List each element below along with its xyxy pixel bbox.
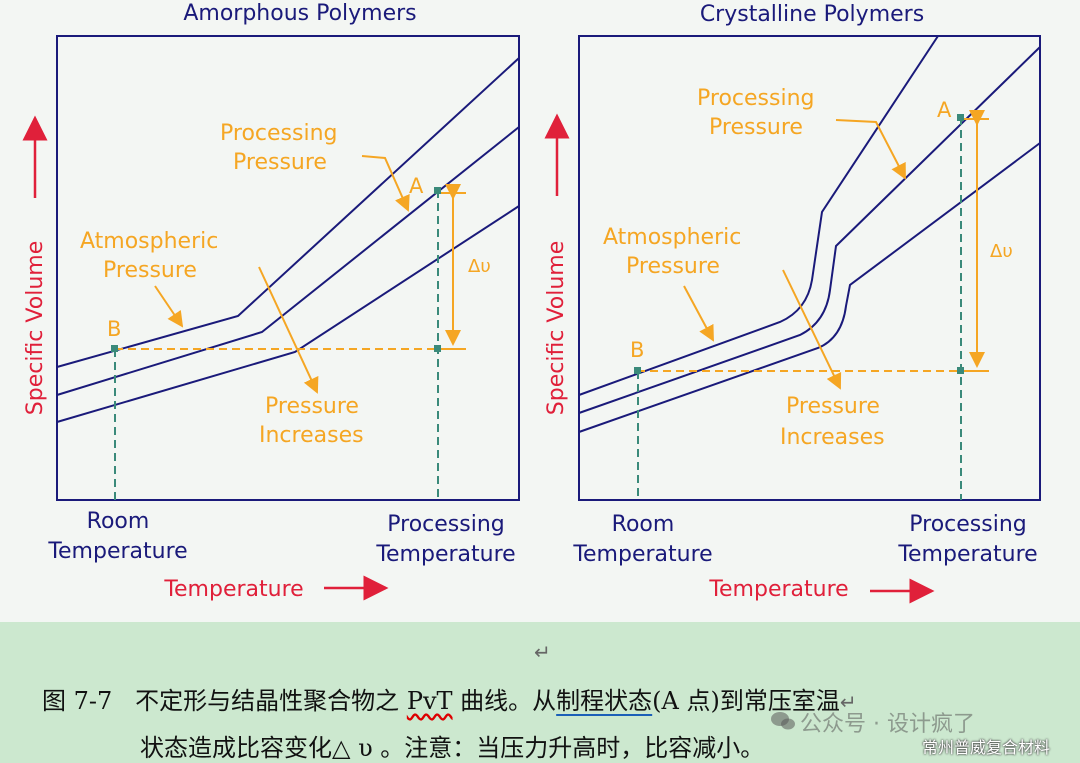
crystalline-xlabel: Temperature — [708, 577, 848, 602]
amorphous-pressure-increases-1: Pressure — [265, 394, 359, 419]
crystalline-proc-temp-1: Processing — [909, 512, 1026, 537]
crystalline-point-b: B — [630, 338, 644, 362]
amorphous-point-a-marker — [434, 187, 441, 194]
paragraph-return-mark: ↵ — [534, 640, 551, 664]
crystalline-curve-high-pressure — [578, 142, 1041, 433]
amorphous-title: Amorphous Polymers — [183, 1, 416, 26]
amorphous-point-a-bottom-marker — [434, 345, 441, 352]
amorphous-processing-pressure-1: Processing — [220, 121, 337, 146]
wechat-account-text: 公众号 · 设计疯了 — [800, 712, 975, 737]
crystalline-pressure-increases-1: Pressure — [786, 394, 880, 419]
crystalline-title: Crystalline Polymers — [700, 2, 924, 27]
amorphous-processing-pressure-2: Pressure — [233, 150, 327, 175]
amorphous-pressure-increases-leader — [258, 266, 319, 394]
amorphous-ylabel: Specific Volume — [23, 241, 48, 415]
crystalline-point-a-marker — [957, 114, 964, 121]
crystalline-ylabel: Specific Volume — [544, 241, 569, 415]
crystalline-proc-temp-2: Temperature — [897, 542, 1037, 567]
caption-highlight: 制程状态 — [556, 687, 653, 715]
amorphous-curve-atmospheric — [56, 57, 520, 368]
crystalline-plot-frame — [578, 35, 1041, 501]
crystalline-atmospheric-pressure-2: Pressure — [626, 254, 720, 279]
amorphous-atmospheric-pressure-2: Pressure — [103, 258, 197, 283]
crystalline-atmospheric-pressure-1: Atmospheric — [603, 225, 741, 250]
crystalline-panel: Crystalline Polymers Δυ A B Processing P… — [544, 2, 1041, 604]
amorphous-atmospheric-leader — [154, 285, 184, 328]
wechat-watermark: 公众号 · 设计疯了 — [770, 706, 975, 738]
amorphous-point-b: B — [107, 317, 121, 341]
crystalline-pressure-increases-2: Increases — [780, 425, 885, 450]
amorphous-pressure-increases-2: Increases — [259, 423, 364, 448]
crystalline-point-a-bottom-marker — [957, 367, 964, 374]
caption-part-3: (A 点)到常压室温 — [652, 687, 840, 715]
caption-line-2: 状态造成比容变化△ υ 。注意：当压力升高时，比容减小。 — [140, 734, 765, 762]
amorphous-atmospheric-pressure-1: Atmospheric — [80, 229, 218, 254]
crystalline-point-a: A — [937, 98, 952, 122]
crystalline-processing-pressure-1: Processing — [697, 86, 814, 111]
company-watermark: 常州普威复合材料 — [922, 738, 1051, 757]
pvt-figure: Amorphous Polymers Δυ A B Processing Pre… — [0, 0, 1080, 622]
amorphous-panel: Amorphous Polymers Δυ A B Processing Pre… — [22, 1, 520, 602]
amorphous-room-temp-2: Temperature — [47, 539, 187, 564]
amorphous-curve-high-pressure — [56, 205, 520, 423]
caption-part-2: 曲线。从 — [452, 687, 557, 715]
amorphous-plot-frame — [56, 35, 520, 501]
caption-part-1: 不定形与结晶性聚合物之 — [135, 687, 407, 715]
amorphous-room-temp-1: Room — [87, 509, 150, 534]
amorphous-curve-processing — [56, 126, 520, 396]
amorphous-proc-temp-1: Processing — [387, 512, 504, 537]
crystalline-delta-v: Δυ — [990, 241, 1013, 262]
crystalline-processing-pressure-leader — [835, 119, 906, 180]
crystalline-point-b-marker — [634, 367, 641, 374]
crystalline-processing-pressure-2: Pressure — [709, 115, 803, 140]
crystalline-pressure-increases-leader — [782, 269, 842, 390]
amorphous-processing-pressure-leader — [361, 155, 410, 212]
amorphous-proc-temp-2: Temperature — [375, 542, 515, 567]
wechat-icon — [771, 712, 795, 730]
amorphous-point-a: A — [409, 174, 424, 198]
crystalline-atmospheric-leader — [683, 285, 714, 342]
amorphous-point-b-marker — [111, 345, 118, 352]
caption-return-mark: ↵ — [839, 690, 857, 714]
crystalline-room-temp-1: Room — [612, 512, 675, 537]
amorphous-xlabel: Temperature — [163, 577, 303, 602]
crystalline-curve-processing — [578, 46, 1041, 414]
amorphous-delta-v: Δυ — [468, 256, 491, 277]
caption-line-1: 图 7-7 不定形与结晶性聚合物之 PvT 曲线。从制程状态(A 点)到常压室温… — [42, 681, 857, 716]
pvt-diagram: Amorphous Polymers Δυ A B Processing Pre… — [22, 1, 1041, 604]
crystalline-curve-atmospheric — [578, 35, 939, 396]
caption-pvt: PvT — [406, 687, 453, 715]
crystalline-room-temp-2: Temperature — [572, 542, 712, 567]
caption-figure-number: 图 7-7 — [42, 687, 113, 715]
